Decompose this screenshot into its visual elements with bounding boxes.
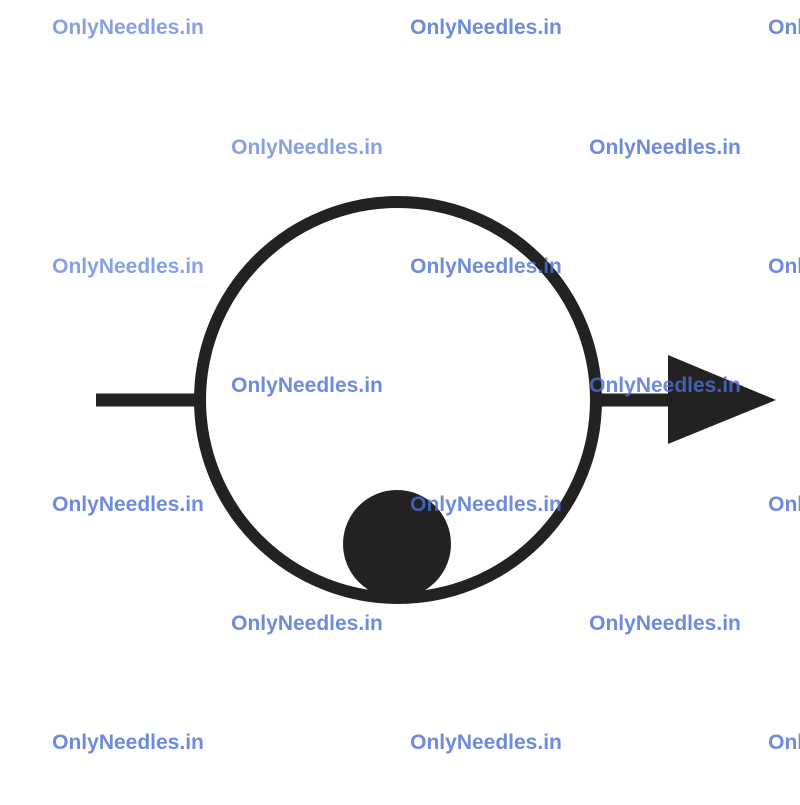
valve-body-circle: [194, 196, 602, 604]
flow-arrowhead: [668, 355, 776, 444]
valve-ball: [343, 490, 451, 598]
